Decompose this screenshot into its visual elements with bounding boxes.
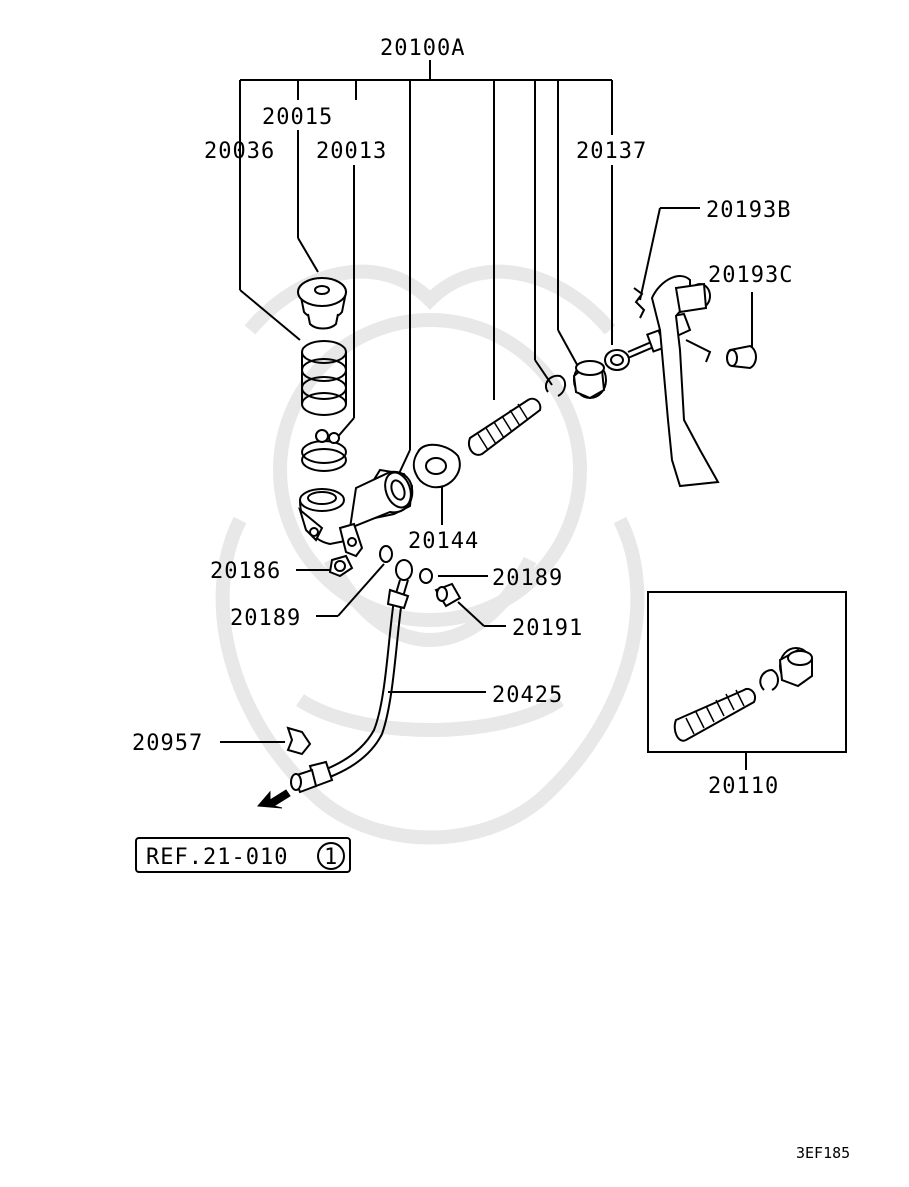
callout-20110: 20110 (708, 774, 779, 799)
push-rod-part (604, 329, 666, 371)
master-cylinder-body (298, 468, 414, 558)
callout-20193B: 20193B (706, 198, 791, 223)
reservoir-cap-part (297, 277, 348, 330)
boot-part (468, 397, 542, 456)
callout-20137: 20137 (576, 139, 647, 164)
piston-sleeve-part (572, 360, 607, 400)
mounting-gasket-part (412, 443, 461, 489)
direction-arrow-icon (256, 789, 291, 809)
reference-circled-number: 1 (324, 845, 338, 870)
clutch-hose-part (290, 559, 413, 794)
reservoir-spring-part (301, 340, 347, 416)
callout-20957: 20957 (132, 731, 203, 756)
callout-20191: 20191 (512, 616, 583, 641)
washer-left-part (379, 545, 393, 563)
reference-label: REF.21-010 (146, 845, 288, 870)
clutch-pedal-part (650, 275, 720, 488)
callout-20189-right: 20189 (492, 566, 563, 591)
leader-lines (220, 207, 753, 770)
boot-kit-inset (647, 591, 847, 753)
callout-20036: 20036 (204, 139, 275, 164)
bracket-20100A (239, 60, 613, 481)
washer-right-part (419, 568, 433, 584)
callout-20013: 20013 (316, 139, 387, 164)
clevis-pin-part (726, 344, 757, 370)
callout-20425: 20425 (492, 683, 563, 708)
bleeder-screw-part (328, 554, 354, 578)
snap-ring-part (544, 374, 566, 397)
hose-clip-part (286, 726, 312, 756)
callout-20193C: 20193C (708, 263, 793, 288)
hose-clamp-part (301, 429, 347, 472)
diagram-code: 3EF185 (796, 1144, 850, 1162)
callout-20144: 20144 (408, 529, 479, 554)
union-bolt-part (434, 582, 462, 608)
reference-box: REF.21-010 1 (135, 837, 351, 873)
callout-20186: 20186 (210, 559, 281, 584)
callout-20100A: 20100A (380, 36, 465, 61)
callout-20015: 20015 (262, 105, 333, 130)
callout-20189-left: 20189 (230, 606, 301, 631)
background-watermark (215, 264, 645, 845)
